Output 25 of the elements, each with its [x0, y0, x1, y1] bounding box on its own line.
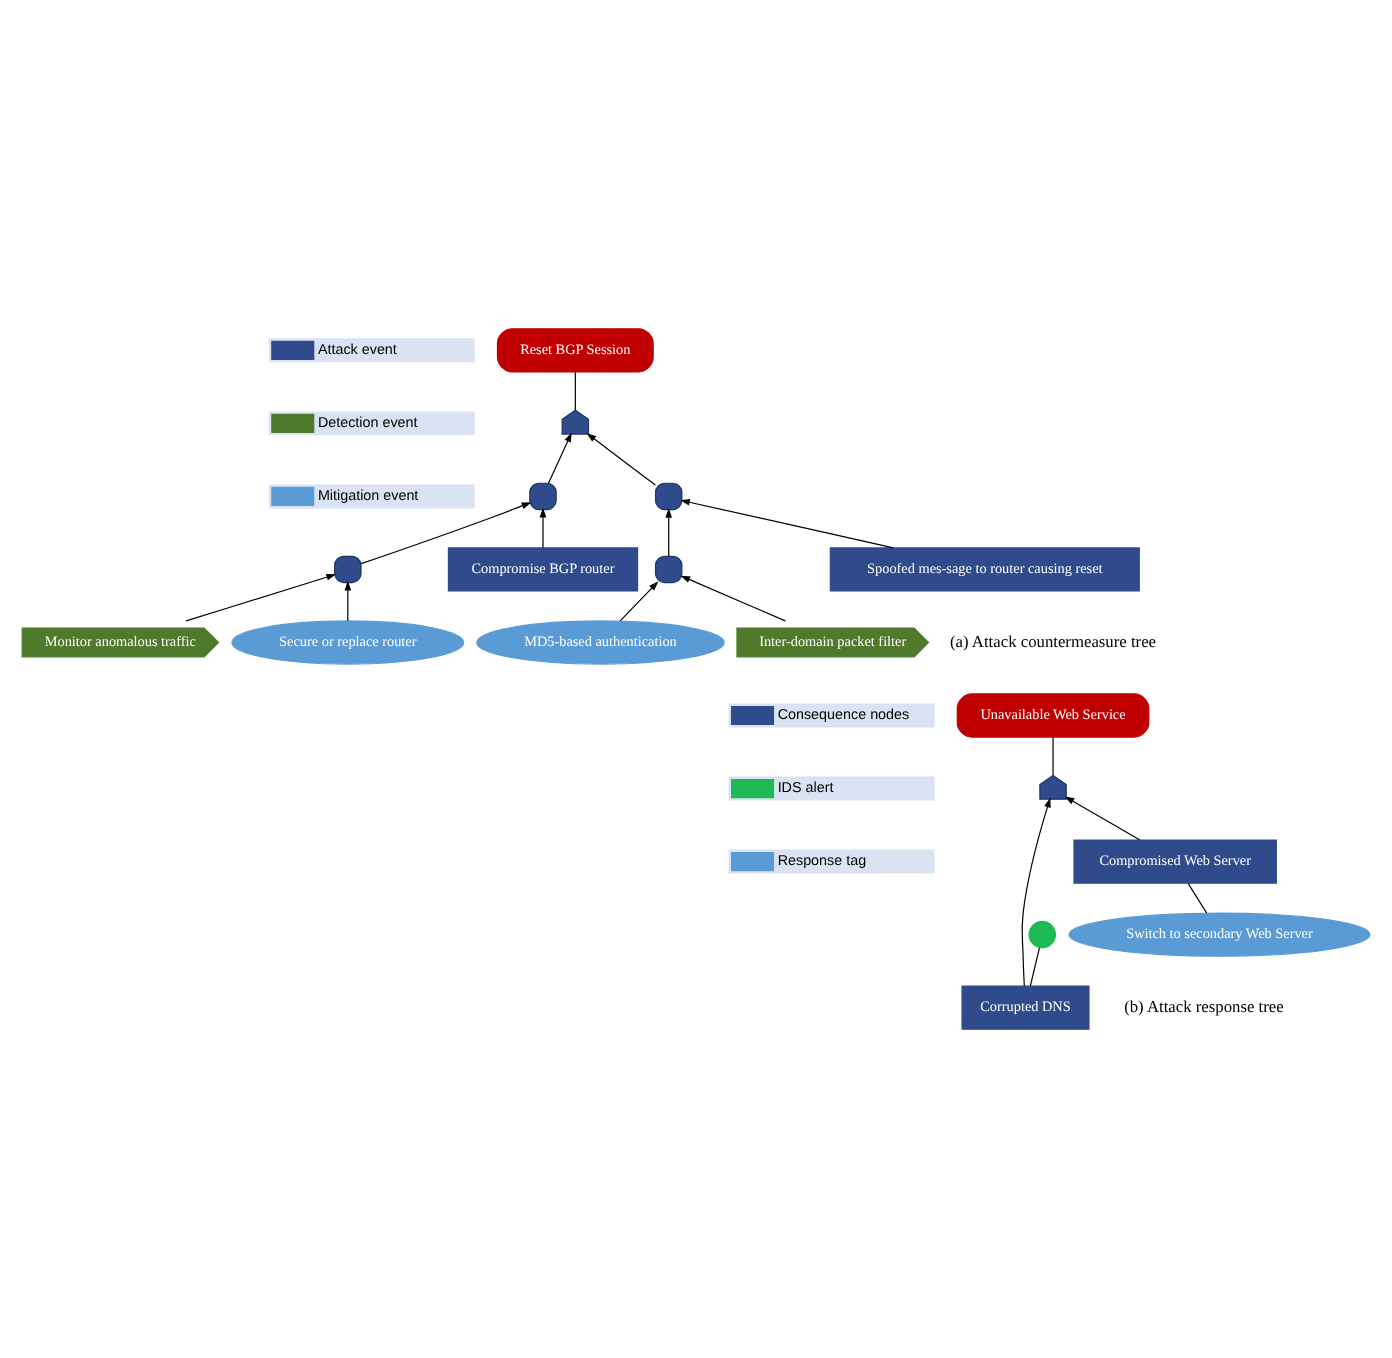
node-gate	[1039, 774, 1067, 800]
label: (a) Attack countermeasure tree	[950, 632, 1157, 651]
arrow	[344, 580, 352, 622]
node-gate	[654, 482, 683, 511]
arrow	[1064, 796, 1141, 841]
arrow	[680, 499, 894, 549]
arrow	[539, 507, 547, 549]
arrow	[665, 508, 673, 557]
node-circle	[1028, 920, 1057, 949]
connector	[1187, 882, 1208, 914]
arrow	[619, 581, 659, 622]
arrow	[680, 575, 786, 622]
node-gate	[334, 555, 362, 584]
arrow	[1021, 797, 1051, 987]
connector	[574, 371, 576, 411]
arrow	[586, 433, 656, 486]
node-gate	[654, 555, 683, 584]
arrow	[360, 502, 532, 565]
label: (b) Attack response tree	[1124, 998, 1284, 1017]
connector	[1052, 736, 1054, 776]
node-gate	[561, 409, 590, 435]
connector	[1029, 947, 1040, 987]
arrow	[547, 432, 572, 484]
arrow	[185, 573, 336, 622]
node-gate	[529, 482, 557, 511]
